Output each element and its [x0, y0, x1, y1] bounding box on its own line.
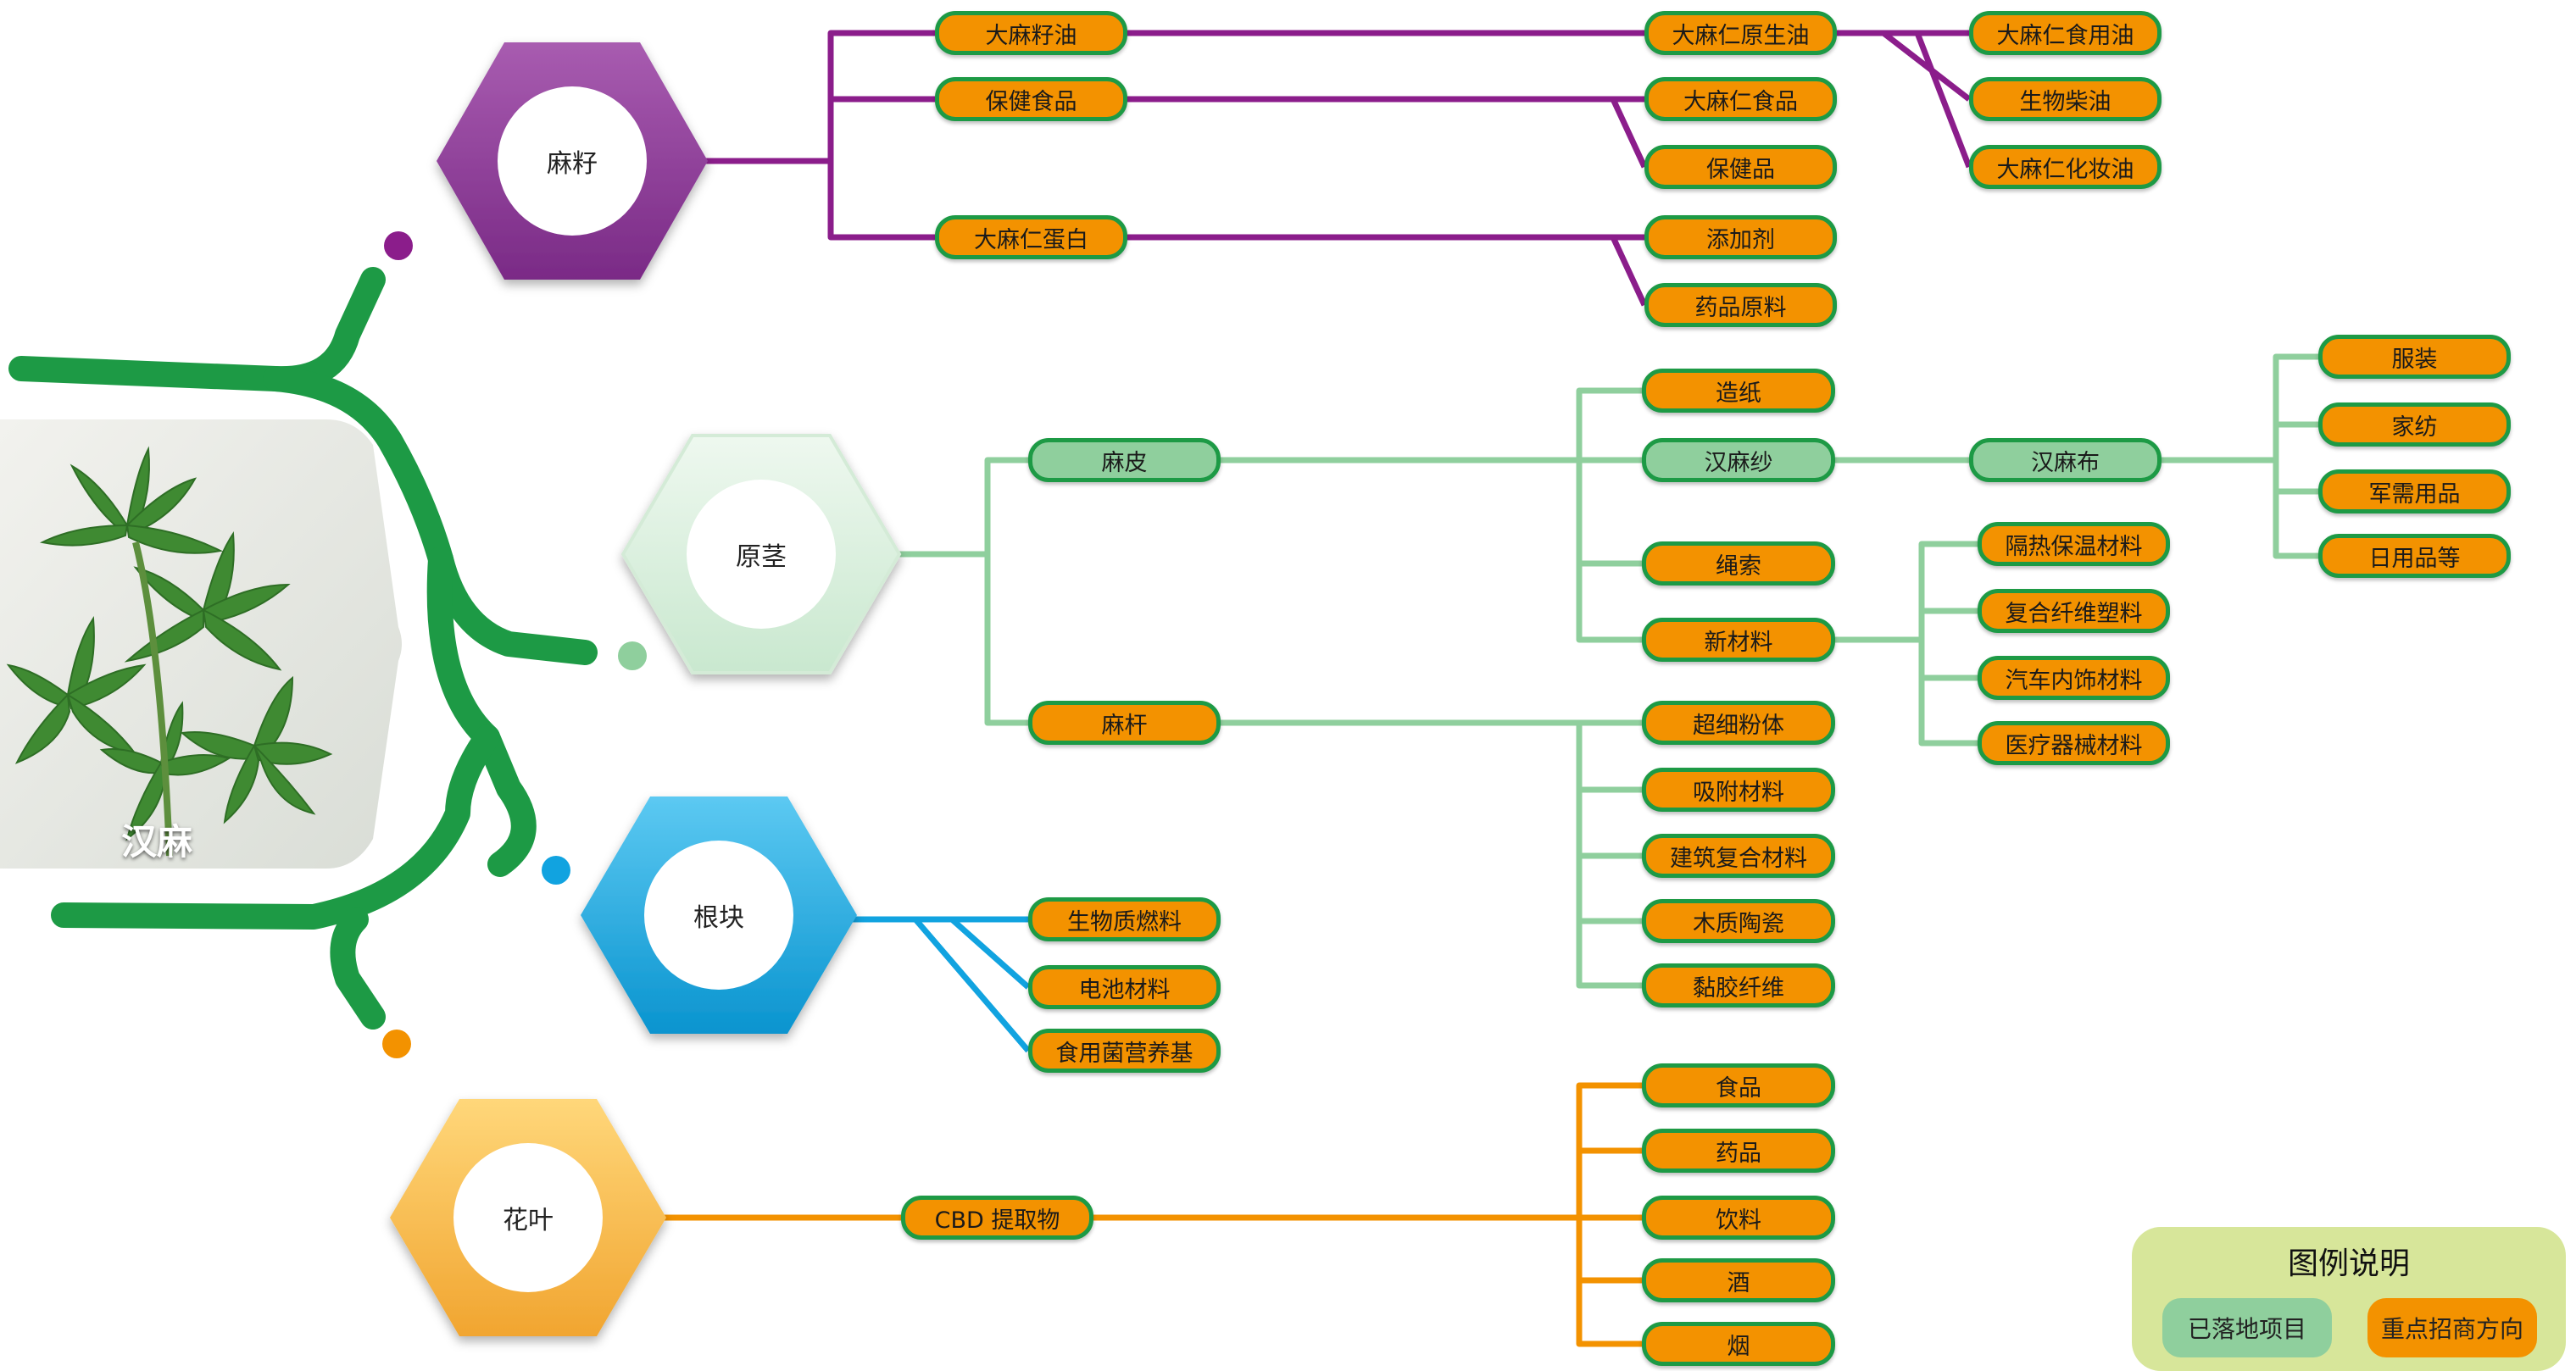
node-paper: 造纸 — [1642, 369, 1835, 413]
node-building-composite: 建筑复合材料 — [1642, 834, 1835, 878]
node-ultrafine-powder: 超细粉体 — [1642, 701, 1835, 745]
part-label-root: 根块 — [693, 903, 744, 933]
node-cbd-extract: CBD 提取物 — [901, 1196, 1093, 1240]
node-home-textile: 家纺 — [2318, 402, 2511, 447]
root-connectors — [848, 916, 1031, 1053]
hemp-photo — [0, 419, 402, 869]
node-edible-oil: 大麻仁食用油 — [1969, 11, 2162, 55]
node-tobacco: 烟 — [1642, 1322, 1835, 1366]
node-adsorbent: 吸附材料 — [1642, 768, 1835, 812]
part-label-stem: 原茎 — [736, 542, 787, 572]
node-beverage: 饮料 — [1642, 1196, 1835, 1240]
node-raw-oil: 大麻仁原生油 — [1644, 11, 1837, 55]
node-military-supply: 军需用品 — [2318, 469, 2511, 513]
node-medical-device: 医疗器械材料 — [1978, 721, 2170, 765]
node-additive: 添加剂 — [1644, 215, 1837, 259]
node-drug-material: 药品原料 — [1644, 283, 1837, 327]
connector-lines — [661, 30, 2318, 1347]
legend-title: 图例说明 — [2287, 1246, 2410, 1281]
node-stalk: 麻杆 — [1028, 701, 1221, 745]
root-dot — [542, 856, 570, 885]
node-seed-food: 大麻仁食品 — [1644, 77, 1837, 121]
stem-connectors — [894, 353, 2318, 989]
seed-dot — [384, 231, 413, 260]
node-seed-oil: 大麻籽油 — [935, 11, 1127, 55]
flower-connectors — [661, 1082, 1642, 1347]
node-rope: 绳索 — [1642, 541, 1835, 586]
node-daily-goods: 日用品等 — [2318, 534, 2511, 578]
node-hemp-yarn: 汉麻纱 — [1642, 438, 1835, 482]
node-new-material: 新材料 — [1642, 618, 1835, 662]
node-viscose-fiber: 黏胶纤维 — [1642, 963, 1835, 1007]
node-hemp-cloth: 汉麻布 — [1969, 438, 2162, 482]
root-hexagon — [581, 797, 857, 1034]
node-biodiesel: 生物柴油 — [1969, 77, 2162, 121]
node-battery-material: 电池材料 — [1028, 965, 1221, 1009]
node-mushroom-substrate: 食用菌营养基 — [1028, 1029, 1221, 1073]
node-wood-ceramic: 木质陶瓷 — [1642, 899, 1835, 943]
node-health-food: 保健食品 — [935, 77, 1127, 121]
legend-focus: 重点招商方向 — [2367, 1298, 2537, 1357]
node-clothing: 服装 — [2318, 335, 2511, 379]
node-health-product: 保健品 — [1644, 145, 1837, 189]
part-label-flower: 花叶 — [503, 1206, 554, 1235]
part-label-seed: 麻籽 — [547, 149, 598, 179]
node-composite-plastic: 复合纤维塑料 — [1978, 589, 2170, 633]
legend-landed: 已落地项目 — [2162, 1298, 2332, 1357]
node-bark: 麻皮 — [1028, 438, 1221, 482]
node-medicine: 药品 — [1642, 1129, 1835, 1173]
seed-hexagon — [437, 42, 708, 280]
flower-hexagon — [390, 1099, 666, 1336]
stem-hexagon — [620, 434, 902, 674]
node-food: 食品 — [1642, 1063, 1835, 1107]
node-insulation: 隔热保温材料 — [1978, 522, 2170, 566]
leaf-cluster — [6, 446, 333, 841]
seed-connectors — [704, 30, 1972, 307]
stem-dot — [618, 641, 647, 670]
legend: 图例说明 已落地项目 重点招商方向 — [2132, 1227, 2566, 1371]
flower-dot — [382, 1030, 411, 1058]
node-liquor: 酒 — [1642, 1258, 1835, 1302]
plant-stem — [132, 541, 173, 857]
node-biomass-fuel: 生物质燃料 — [1028, 897, 1221, 941]
trunk-branches — [8, 267, 598, 1030]
node-auto-interior: 汽车内饰材料 — [1978, 656, 2170, 700]
node-cosmetic-oil: 大麻仁化妆油 — [1969, 145, 2162, 189]
root-title: 汉麻 — [120, 820, 192, 863]
node-seed-protein: 大麻仁蛋白 — [935, 215, 1127, 259]
